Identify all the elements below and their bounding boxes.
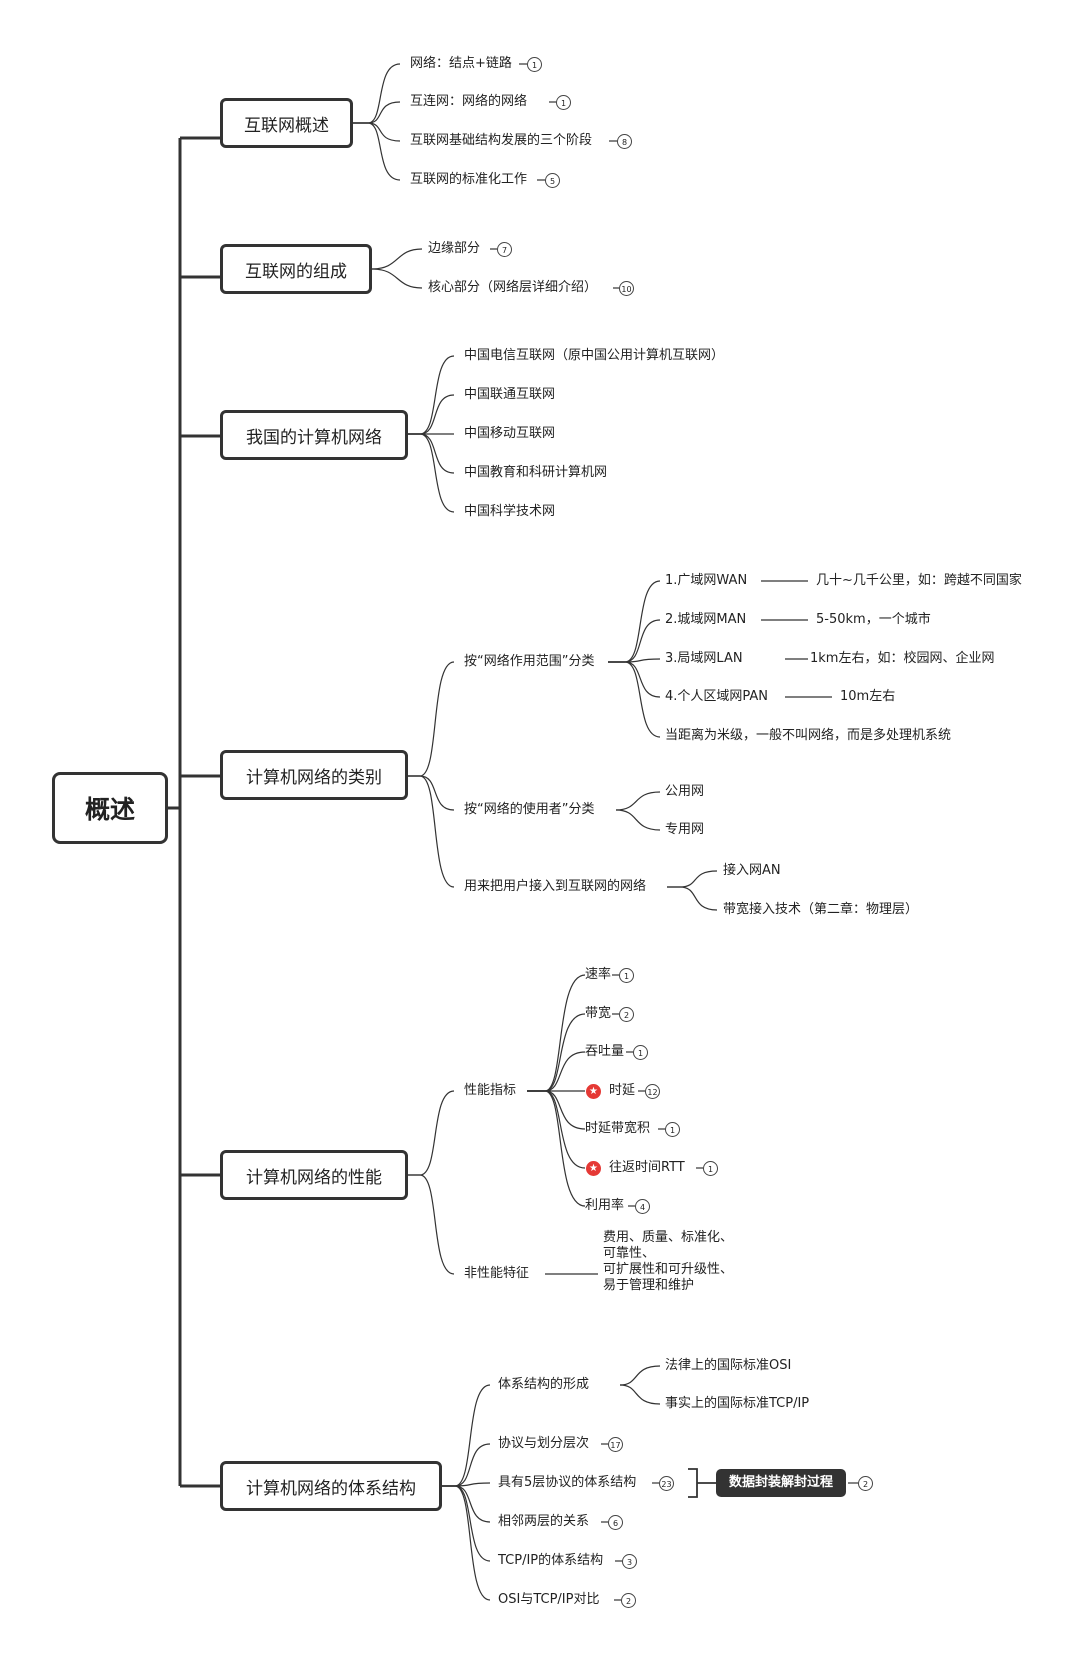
metric-delay[interactable]: 时延 (609, 1083, 636, 1098)
subtopic-standardization[interactable]: 互联网的标准化工作 (410, 172, 528, 187)
count-badge[interactable]: 1 (665, 1122, 680, 1137)
topic-network-categories[interactable]: 计算机网络的类别 (220, 750, 408, 800)
subtopic-china-unicom[interactable]: 中国联通互联网 (464, 387, 556, 402)
subtopic-china-telecom[interactable]: 中国电信互联网（原中国公用计算机互联网） (464, 348, 725, 363)
topic-internet-overview[interactable]: 互联网概述 (220, 98, 353, 148)
count-badge[interactable]: 7 (497, 242, 512, 257)
nonperf-line-3[interactable]: 可扩展性和可升级性、 (603, 1262, 734, 1277)
count-badge[interactable]: 6 (608, 1515, 623, 1530)
subtopic-architecture-formation[interactable]: 体系结构的形成 (498, 1377, 590, 1392)
count-badge[interactable]: 1 (527, 57, 542, 72)
metric-throughput[interactable]: 吞吐量 (585, 1044, 625, 1059)
range-pan[interactable]: 4.个人区域网PAN (665, 689, 769, 704)
metric-delay-bandwidth-product[interactable]: 时延带宽积 (585, 1121, 651, 1136)
count-badge[interactable]: 8 (617, 134, 632, 149)
range-pan-desc[interactable]: 10m左右 (840, 689, 896, 704)
count-badge[interactable]: 4 (635, 1199, 650, 1214)
subtopic-five-layer-architecture[interactable]: 具有5层协议的体系结构 (498, 1475, 637, 1490)
subtopic-core-part[interactable]: 核心部分（网络层详细介绍） (428, 280, 598, 295)
user-private-network[interactable]: 专用网 (665, 822, 705, 837)
range-wan-desc[interactable]: 几十~几千公里，如：跨越不同国家 (816, 573, 1022, 588)
subtopic-network-nodes-links[interactable]: 网络：结点+链路 (410, 56, 512, 71)
nonperf-line-1[interactable]: 费用、质量、标准化、 (603, 1230, 734, 1245)
subtopic-non-performance[interactable]: 非性能特征 (464, 1266, 530, 1281)
count-badge[interactable]: 1 (703, 1161, 718, 1176)
range-wan[interactable]: 1.广域网WAN (665, 573, 748, 588)
root-node[interactable]: 概述 (52, 772, 168, 844)
subtopic-by-user[interactable]: 按“网络的使用者”分类 (464, 802, 595, 817)
subtopic-protocols-layering[interactable]: 协议与划分层次 (498, 1436, 590, 1451)
subtopic-access-network[interactable]: 用来把用户接入到互联网的网络 (464, 879, 647, 894)
count-badge[interactable]: 23 (659, 1476, 674, 1491)
access-broadband[interactable]: 带宽接入技术（第二章：物理层） (723, 902, 919, 917)
count-badge[interactable]: 3 (622, 1554, 637, 1569)
subtopic-cstnet[interactable]: 中国科学技术网 (464, 504, 556, 519)
nonperf-line-4[interactable]: 易于管理和维护 (603, 1278, 695, 1293)
topic-internet-composition[interactable]: 互联网的组成 (220, 244, 372, 294)
range-lan-desc[interactable]: 1km左右，如：校园网、企业网 (810, 651, 995, 666)
subtopic-tcpip-architecture[interactable]: TCP/IP的体系结构 (498, 1553, 604, 1568)
subtopic-china-mobile[interactable]: 中国移动互联网 (464, 426, 556, 441)
count-badge[interactable]: 12 (645, 1084, 660, 1099)
metric-rate[interactable]: 速率 (585, 967, 612, 982)
count-badge[interactable]: 2 (621, 1593, 636, 1608)
subtopic-edge-part[interactable]: 边缘部分 (428, 241, 481, 256)
subtopic-by-range[interactable]: 按“网络作用范围”分类 (464, 654, 595, 669)
count-badge[interactable]: 1 (633, 1045, 648, 1060)
count-badge[interactable]: 2 (619, 1007, 634, 1022)
count-badge[interactable]: 1 (556, 95, 571, 110)
count-badge[interactable]: 17 (608, 1437, 623, 1452)
formation-tcpip[interactable]: 事实上的国际标准TCP/IP (665, 1396, 810, 1411)
access-an[interactable]: 接入网AN (723, 863, 781, 878)
topic-network-architecture[interactable]: 计算机网络的体系结构 (220, 1461, 442, 1511)
metric-bandwidth[interactable]: 带宽 (585, 1006, 612, 1021)
count-badge[interactable]: 2 (858, 1476, 873, 1491)
metric-rtt[interactable]: 往返时间RTT (609, 1160, 685, 1175)
subtopic-osi-vs-tcpip[interactable]: OSI与TCP/IP对比 (498, 1592, 600, 1607)
count-badge[interactable]: 5 (545, 173, 560, 188)
metric-utilization[interactable]: 利用率 (585, 1198, 625, 1213)
range-lan[interactable]: 3.局域网LAN (665, 651, 743, 666)
subtopic-internetwork[interactable]: 互连网：网络的网络 (410, 94, 528, 109)
star-icon: ★ (586, 1161, 601, 1176)
count-badge[interactable]: 10 (619, 281, 634, 296)
subtopic-adjacent-layers[interactable]: 相邻两层的关系 (498, 1514, 590, 1529)
range-multiprocessor-note[interactable]: 当距离为米级，一般不叫网络，而是多处理机系统 (665, 728, 952, 743)
user-public-network[interactable]: 公用网 (665, 784, 705, 799)
range-man[interactable]: 2.城域网MAN (665, 612, 747, 627)
count-badge[interactable]: 1 (619, 968, 634, 983)
topic-china-networks[interactable]: 我国的计算机网络 (220, 410, 408, 460)
range-man-desc[interactable]: 5-50km，一个城市 (816, 612, 931, 627)
star-icon: ★ (586, 1084, 601, 1099)
summary-data-encapsulation[interactable]: 数据封装解封过程 (716, 1469, 847, 1497)
subtopic-cernet[interactable]: 中国教育和科研计算机网 (464, 465, 608, 480)
subtopic-performance-metrics[interactable]: 性能指标 (464, 1083, 517, 1098)
topic-network-performance[interactable]: 计算机网络的性能 (220, 1150, 408, 1200)
nonperf-line-2[interactable]: 可靠性、 (603, 1246, 656, 1261)
subtopic-three-stages[interactable]: 互联网基础结构发展的三个阶段 (410, 133, 593, 148)
formation-osi[interactable]: 法律上的国际标准OSI (665, 1358, 792, 1373)
